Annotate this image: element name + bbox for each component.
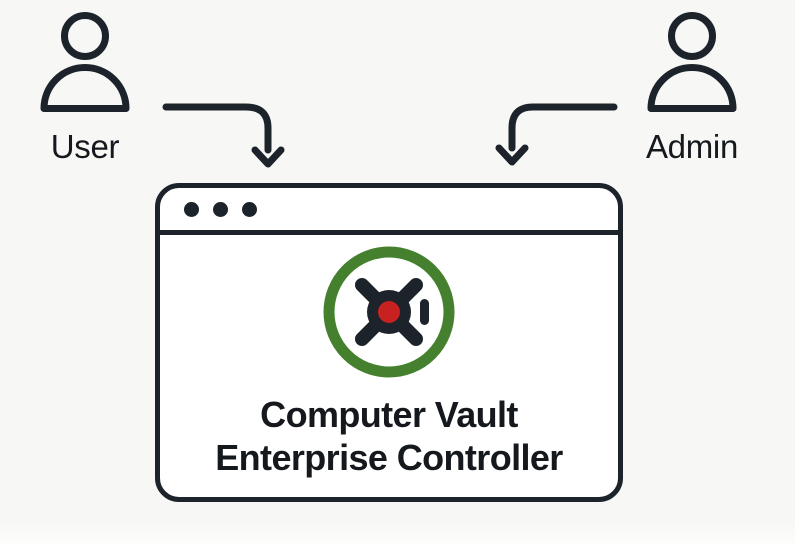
admin-label: Admin — [645, 128, 739, 165]
window-body: Computer Vault Enterprise Controller — [160, 235, 618, 492]
window-dot-icon — [242, 201, 257, 217]
controller-title-line2: Enterprise Controller — [215, 437, 563, 478]
controller-title: Computer Vault Enterprise Controller — [215, 393, 563, 479]
controller-title-line1: Computer Vault — [260, 394, 518, 435]
actor-admin: Admin — [636, 12, 748, 164]
window-titlebar — [160, 188, 618, 235]
window-dot-icon — [213, 201, 228, 217]
actor-user: User — [29, 12, 141, 164]
controller-window: Computer Vault Enterprise Controller — [155, 183, 623, 502]
admin-arrow-icon — [495, 103, 618, 166]
admin-icon — [647, 12, 737, 112]
vault-icon — [323, 246, 455, 378]
vault-handle — [420, 299, 429, 325]
user-arrow-icon — [162, 103, 285, 168]
window-dot-icon — [184, 201, 199, 217]
user-label: User — [50, 128, 120, 165]
user-icon — [40, 12, 130, 112]
